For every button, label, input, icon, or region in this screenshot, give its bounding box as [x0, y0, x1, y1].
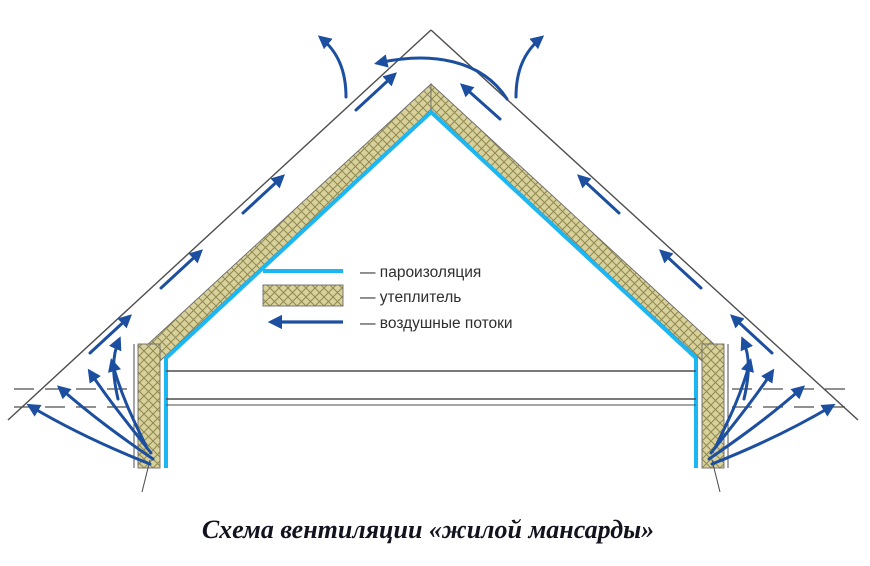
- legend-swatch-insulation: [262, 284, 344, 307]
- roof-slope-left-line: [7, 29, 432, 421]
- vapor-barrier-line: [164, 110, 698, 468]
- airflow-arrow: [710, 403, 836, 466]
- airflow-arrow: [159, 249, 203, 290]
- airflow-arrows: [26, 35, 836, 466]
- airflow-arrow: [26, 403, 152, 466]
- airflow-arrow: [740, 336, 754, 401]
- airflow-arrow: [88, 314, 132, 355]
- insulation-layer: [137, 82, 725, 469]
- airflow-arrow: [317, 35, 348, 99]
- insulation-left-wall: [137, 343, 161, 469]
- airflow-arrow: [56, 385, 155, 461]
- legend-label-insulation: — утеплитель: [360, 289, 461, 306]
- floor-structure: [14, 344, 848, 493]
- airflow-arrow: [354, 72, 397, 112]
- airflow-arrow: [730, 314, 774, 355]
- airflow-arrow: [108, 336, 122, 401]
- right-wall-ground-tick: [711, 459, 721, 493]
- roof-outline: [7, 29, 859, 421]
- legend-label-vapor-barrier: — пароизоляция: [360, 264, 481, 281]
- airflow-arrow: [707, 385, 806, 461]
- airflow-arrow: [659, 249, 703, 290]
- legend: — пароизоляция — утеплитель — воздушные …: [262, 264, 513, 332]
- legend-label-airflow: — воздушные потоки: [360, 315, 513, 332]
- airflow-arrow: [241, 174, 285, 215]
- airflow-arrow: [459, 83, 502, 121]
- caption: Схема вентиляции «жилой мансарды»: [202, 515, 654, 544]
- insulation-right-wall: [701, 343, 725, 469]
- left-wall-ground-tick: [141, 459, 151, 493]
- airflow-arrow: [374, 54, 509, 101]
- roof-slope-right-line: [430, 29, 859, 421]
- airflow-arrow: [514, 35, 545, 99]
- airflow-arrow: [577, 174, 621, 215]
